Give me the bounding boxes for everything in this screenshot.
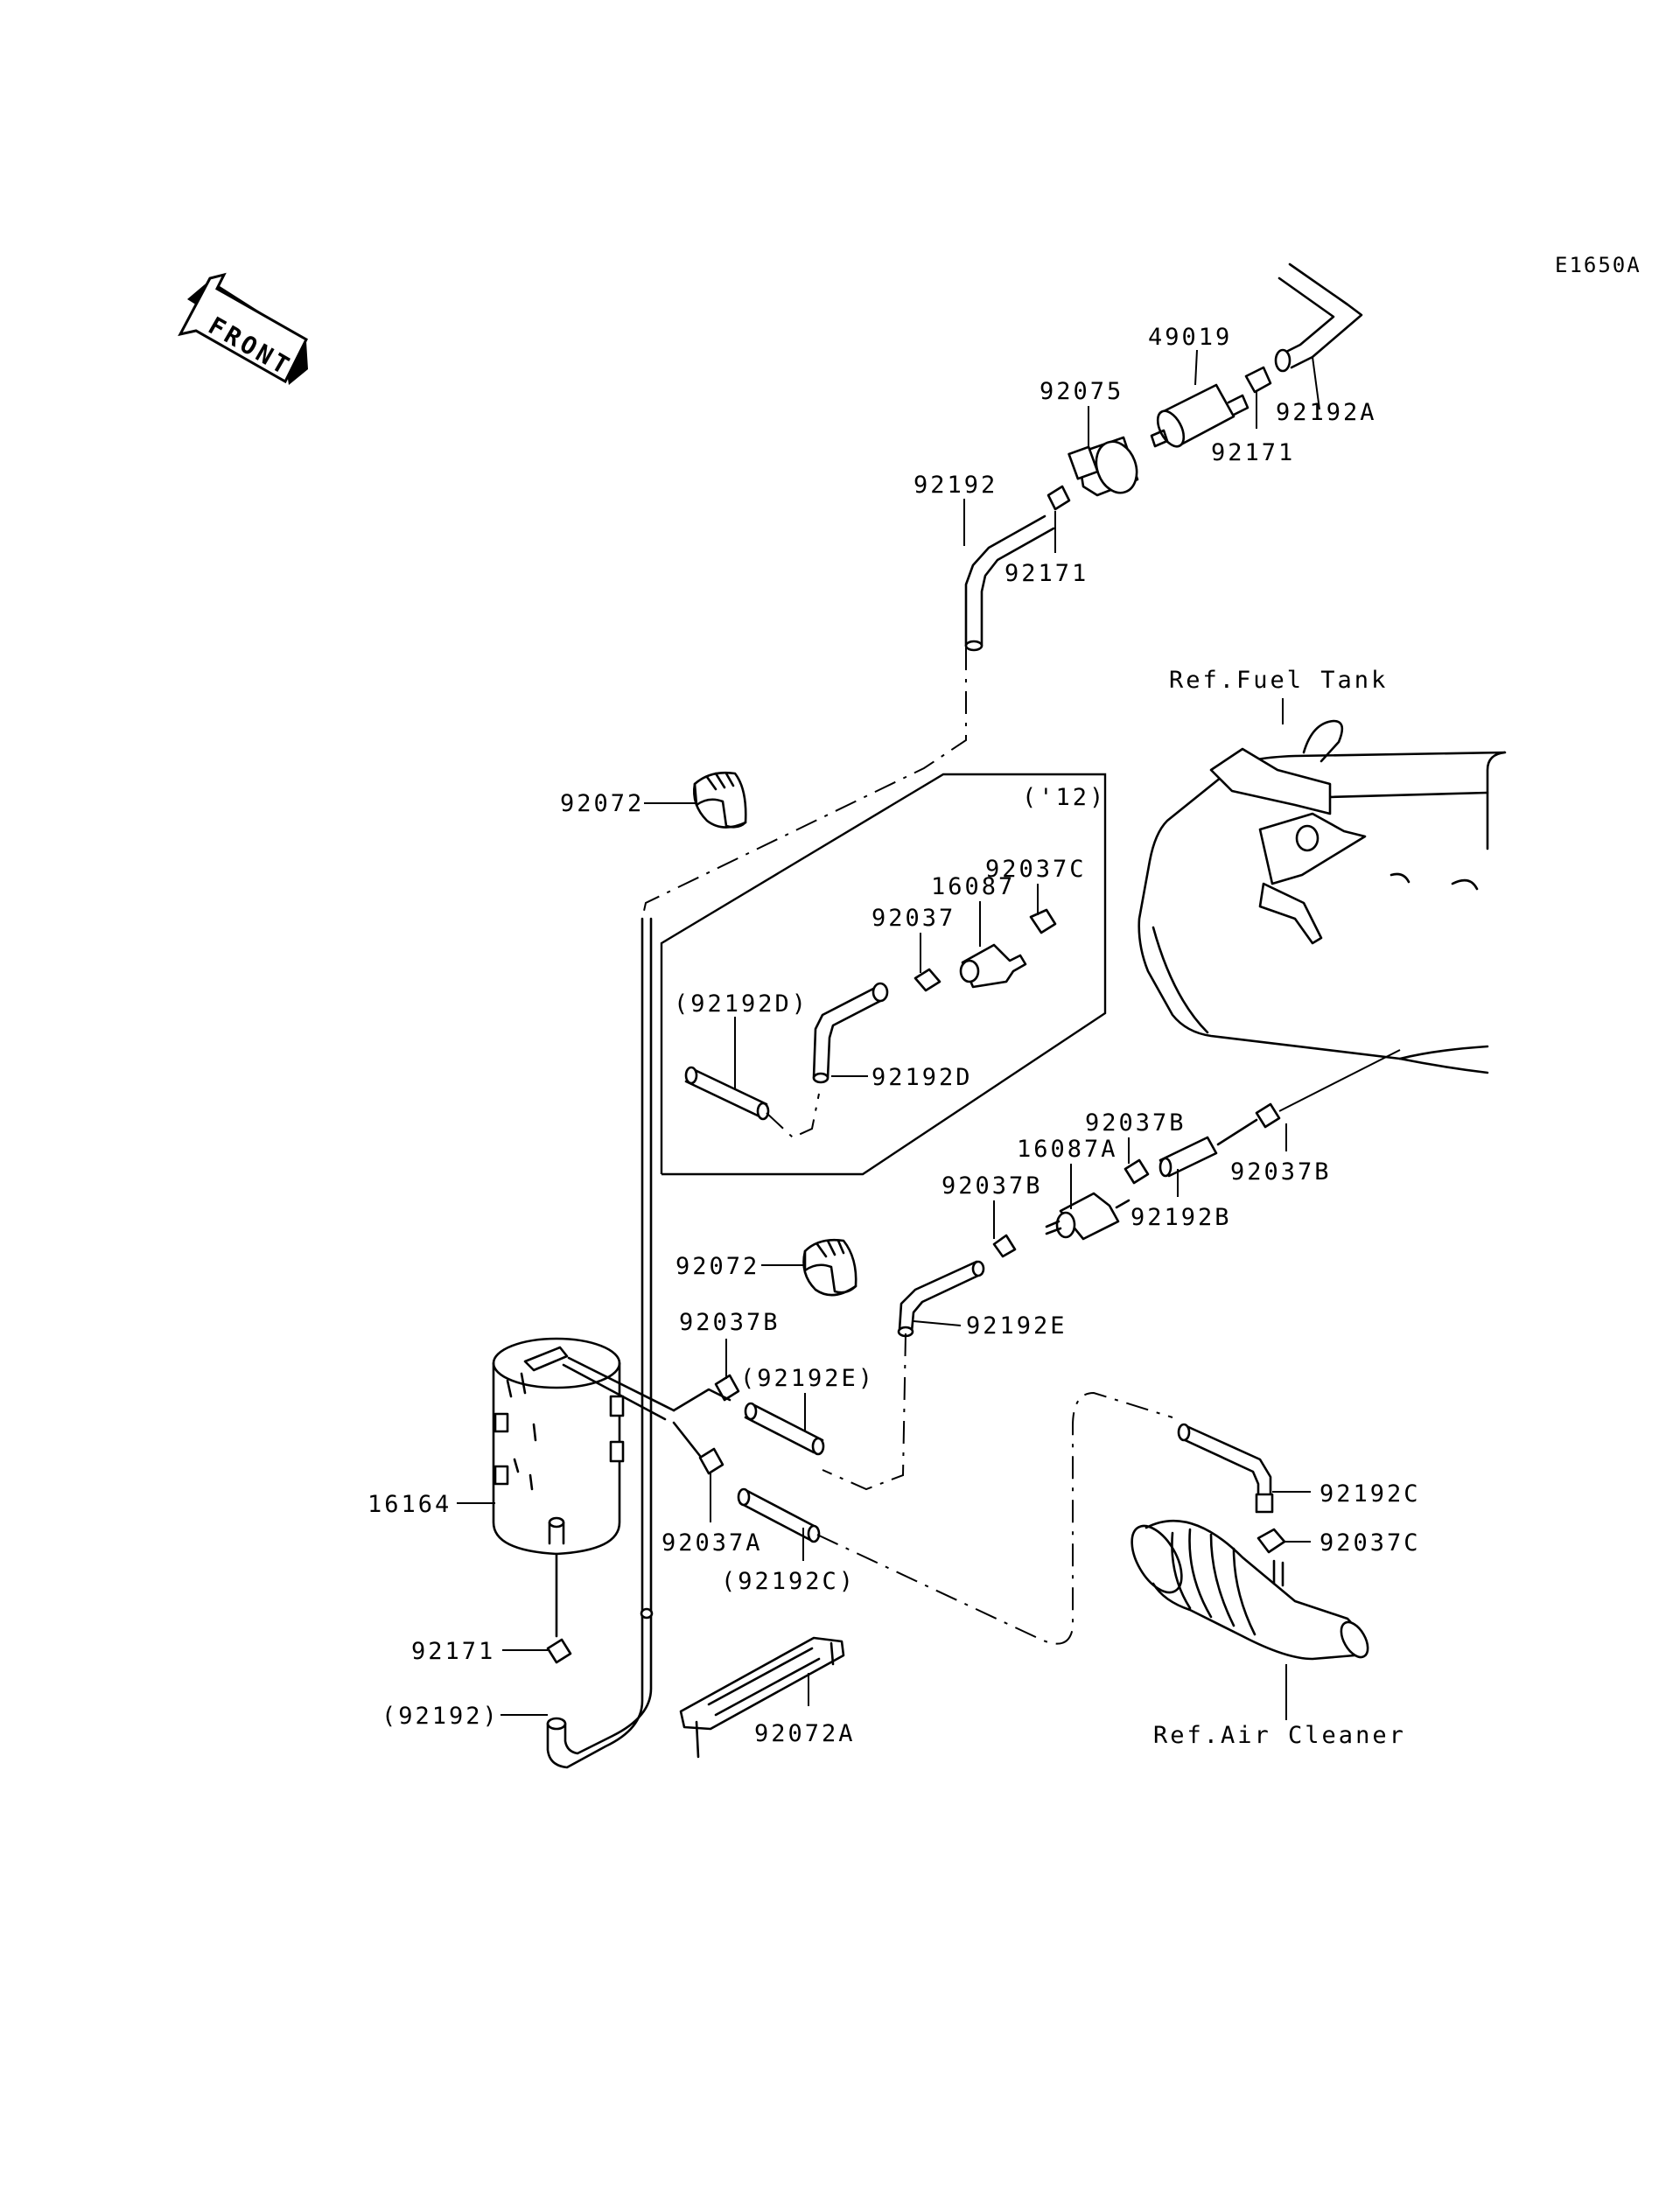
band-clamp-top: [693, 771, 747, 829]
part-label-16164: 16164: [368, 1491, 452, 1518]
part-label-92192A: 92192A: [1276, 399, 1377, 426]
part-label-92072-top: 92072: [560, 790, 644, 817]
part-label-92037: 92037: [872, 905, 956, 932]
part-label-92037C: 92037C: [1320, 1529, 1421, 1557]
canister-16164: [492, 1337, 732, 1556]
part-label-92075: 92075: [1040, 378, 1124, 405]
clip-92037C: [1256, 1528, 1286, 1554]
fuel-tank-reference: [1138, 719, 1507, 1074]
dashed-route-upper: [641, 647, 967, 920]
air-cleaner-duct: [1130, 1519, 1369, 1661]
part-label-92192D: 92192D: [872, 1064, 973, 1091]
hose-92192E-ref: [744, 1402, 825, 1456]
band-strap-92072A: [679, 1636, 845, 1759]
part-label-92072A: 92072A: [754, 1720, 856, 1747]
diagram-code: E1650A: [1555, 253, 1642, 277]
ref-fuel-tank-label: Ref.Fuel Tank: [1169, 667, 1388, 694]
clip-92037A: [698, 1447, 724, 1475]
part-label-92037B-mid: 92037B: [942, 1172, 1043, 1200]
box-parts: [684, 908, 1057, 1139]
clip-92037B-left: [714, 1374, 740, 1402]
hose-92192C-ref: [737, 1391, 1173, 1645]
part-label-92192B: 92192B: [1130, 1204, 1232, 1231]
part-label-92192D-paren: (92192D): [674, 990, 808, 1018]
vertical-hose-left: [640, 917, 653, 1615]
part-label-16087: 16087: [931, 873, 1015, 900]
variant-box: [660, 773, 1107, 1176]
part-label-92037C-box: 92037C: [985, 856, 1087, 883]
part-label-92171-bottom: 92171: [411, 1638, 495, 1665]
part-label-92037A: 92037A: [662, 1529, 763, 1557]
part-label-49019: 49019: [1148, 324, 1232, 351]
part-label-92072-mid: 92072: [676, 1253, 760, 1280]
part-label-92192: 92192: [914, 472, 998, 499]
part-label-92171-mid: 92171: [1004, 560, 1088, 587]
hose-92192C: [1177, 1423, 1274, 1514]
part-label-92192C: 92192C: [1320, 1480, 1421, 1508]
part-label-92192E: 92192E: [966, 1312, 1068, 1340]
front-arrow-icon: FRONT: [178, 272, 308, 385]
part-label-92192-paren: (92192): [382, 1703, 500, 1730]
leader-lines: [457, 349, 1320, 1716]
band-clamp-mid: [802, 1238, 858, 1297]
valve-16087A: [822, 1049, 1401, 1491]
part-label-92192C-paren: (92192C): [721, 1568, 856, 1595]
canister-pipe: [672, 1421, 702, 1458]
part-label-92037B-far: 92037B: [1230, 1158, 1332, 1186]
canister-lower-hose: [546, 1552, 654, 1769]
fuel-filter-hose-top: [964, 262, 1363, 652]
variant-label: ('12): [1022, 784, 1106, 811]
part-label-92037B-right: 92037B: [1085, 1109, 1186, 1137]
part-label-92171-top: 92171: [1211, 439, 1295, 466]
part-label-16087A: 16087A: [1017, 1136, 1118, 1163]
part-label-92192E-paren: (92192E): [740, 1365, 875, 1392]
ref-air-cleaner-label: Ref.Air Cleaner: [1153, 1722, 1406, 1749]
part-label-92037B-left: 92037B: [679, 1309, 780, 1336]
